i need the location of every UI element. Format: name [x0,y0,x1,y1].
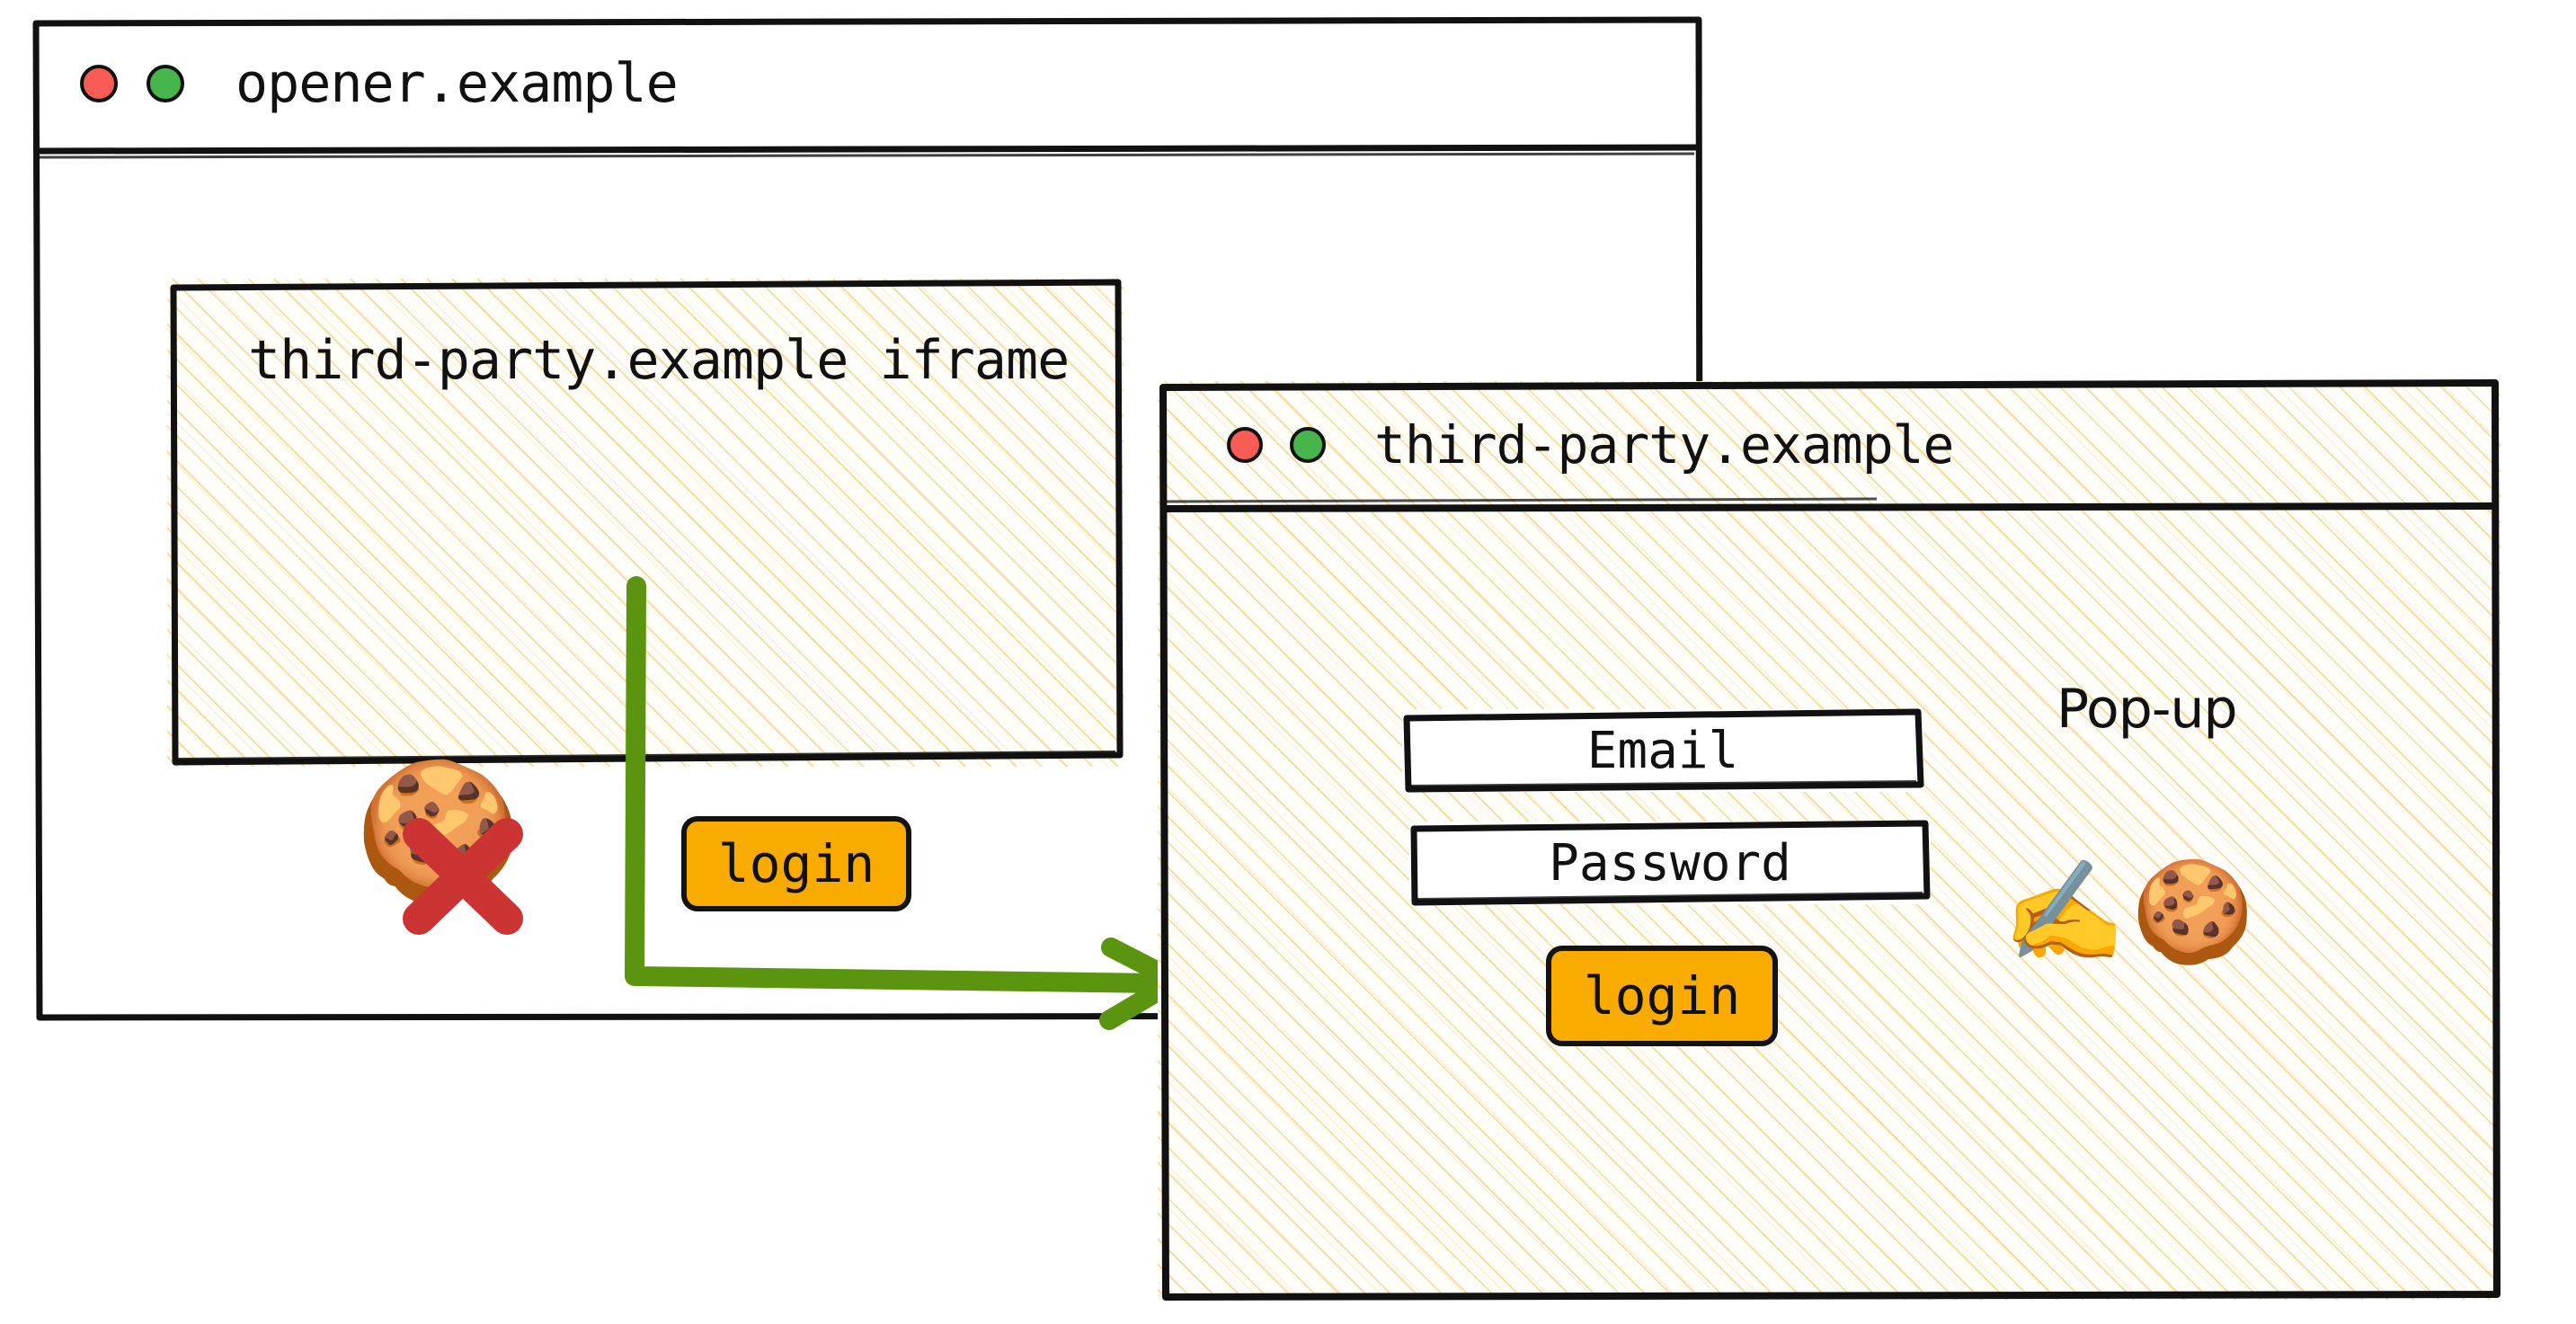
red-cross-icon [403,818,523,935]
close-dot-icon[interactable] [80,65,118,102]
opener-window-title: opener.example [235,52,679,115]
popup-window-title: third-party.example [1374,414,1954,475]
popup-browser-window: third-party.example Email Password login… [1158,379,2500,1301]
close-dot-icon[interactable] [1227,427,1263,463]
third-party-iframe: third-party.example iframe 🍪 login [167,279,1124,935]
blocked-cookie-indicator: 🍪 [354,764,534,944]
email-field-value: Email [1586,721,1739,780]
password-field-value: Password [1549,833,1791,893]
password-field[interactable]: Password [1409,820,1931,906]
popup-login-button[interactable]: login [1546,946,1778,1046]
iframe-title-label: third-party.example iframe [248,329,1070,392]
email-field[interactable]: Email [1402,708,1924,793]
minimize-dot-icon[interactable] [1290,427,1326,463]
cookie-icon: 🍪 [2130,854,2254,969]
writing-hand-icon: ✍️ [2003,854,2126,969]
opener-titlebar: opener.example [31,16,1704,151]
minimize-dot-icon[interactable] [147,65,184,102]
cookie-write-indicator: ✍️ 🍪 [2003,862,2254,961]
iframe-login-button[interactable]: login [681,816,911,911]
popup-titlebar: third-party.example [1158,381,2500,509]
popup-annotation-label: Pop-up [2056,678,2238,741]
